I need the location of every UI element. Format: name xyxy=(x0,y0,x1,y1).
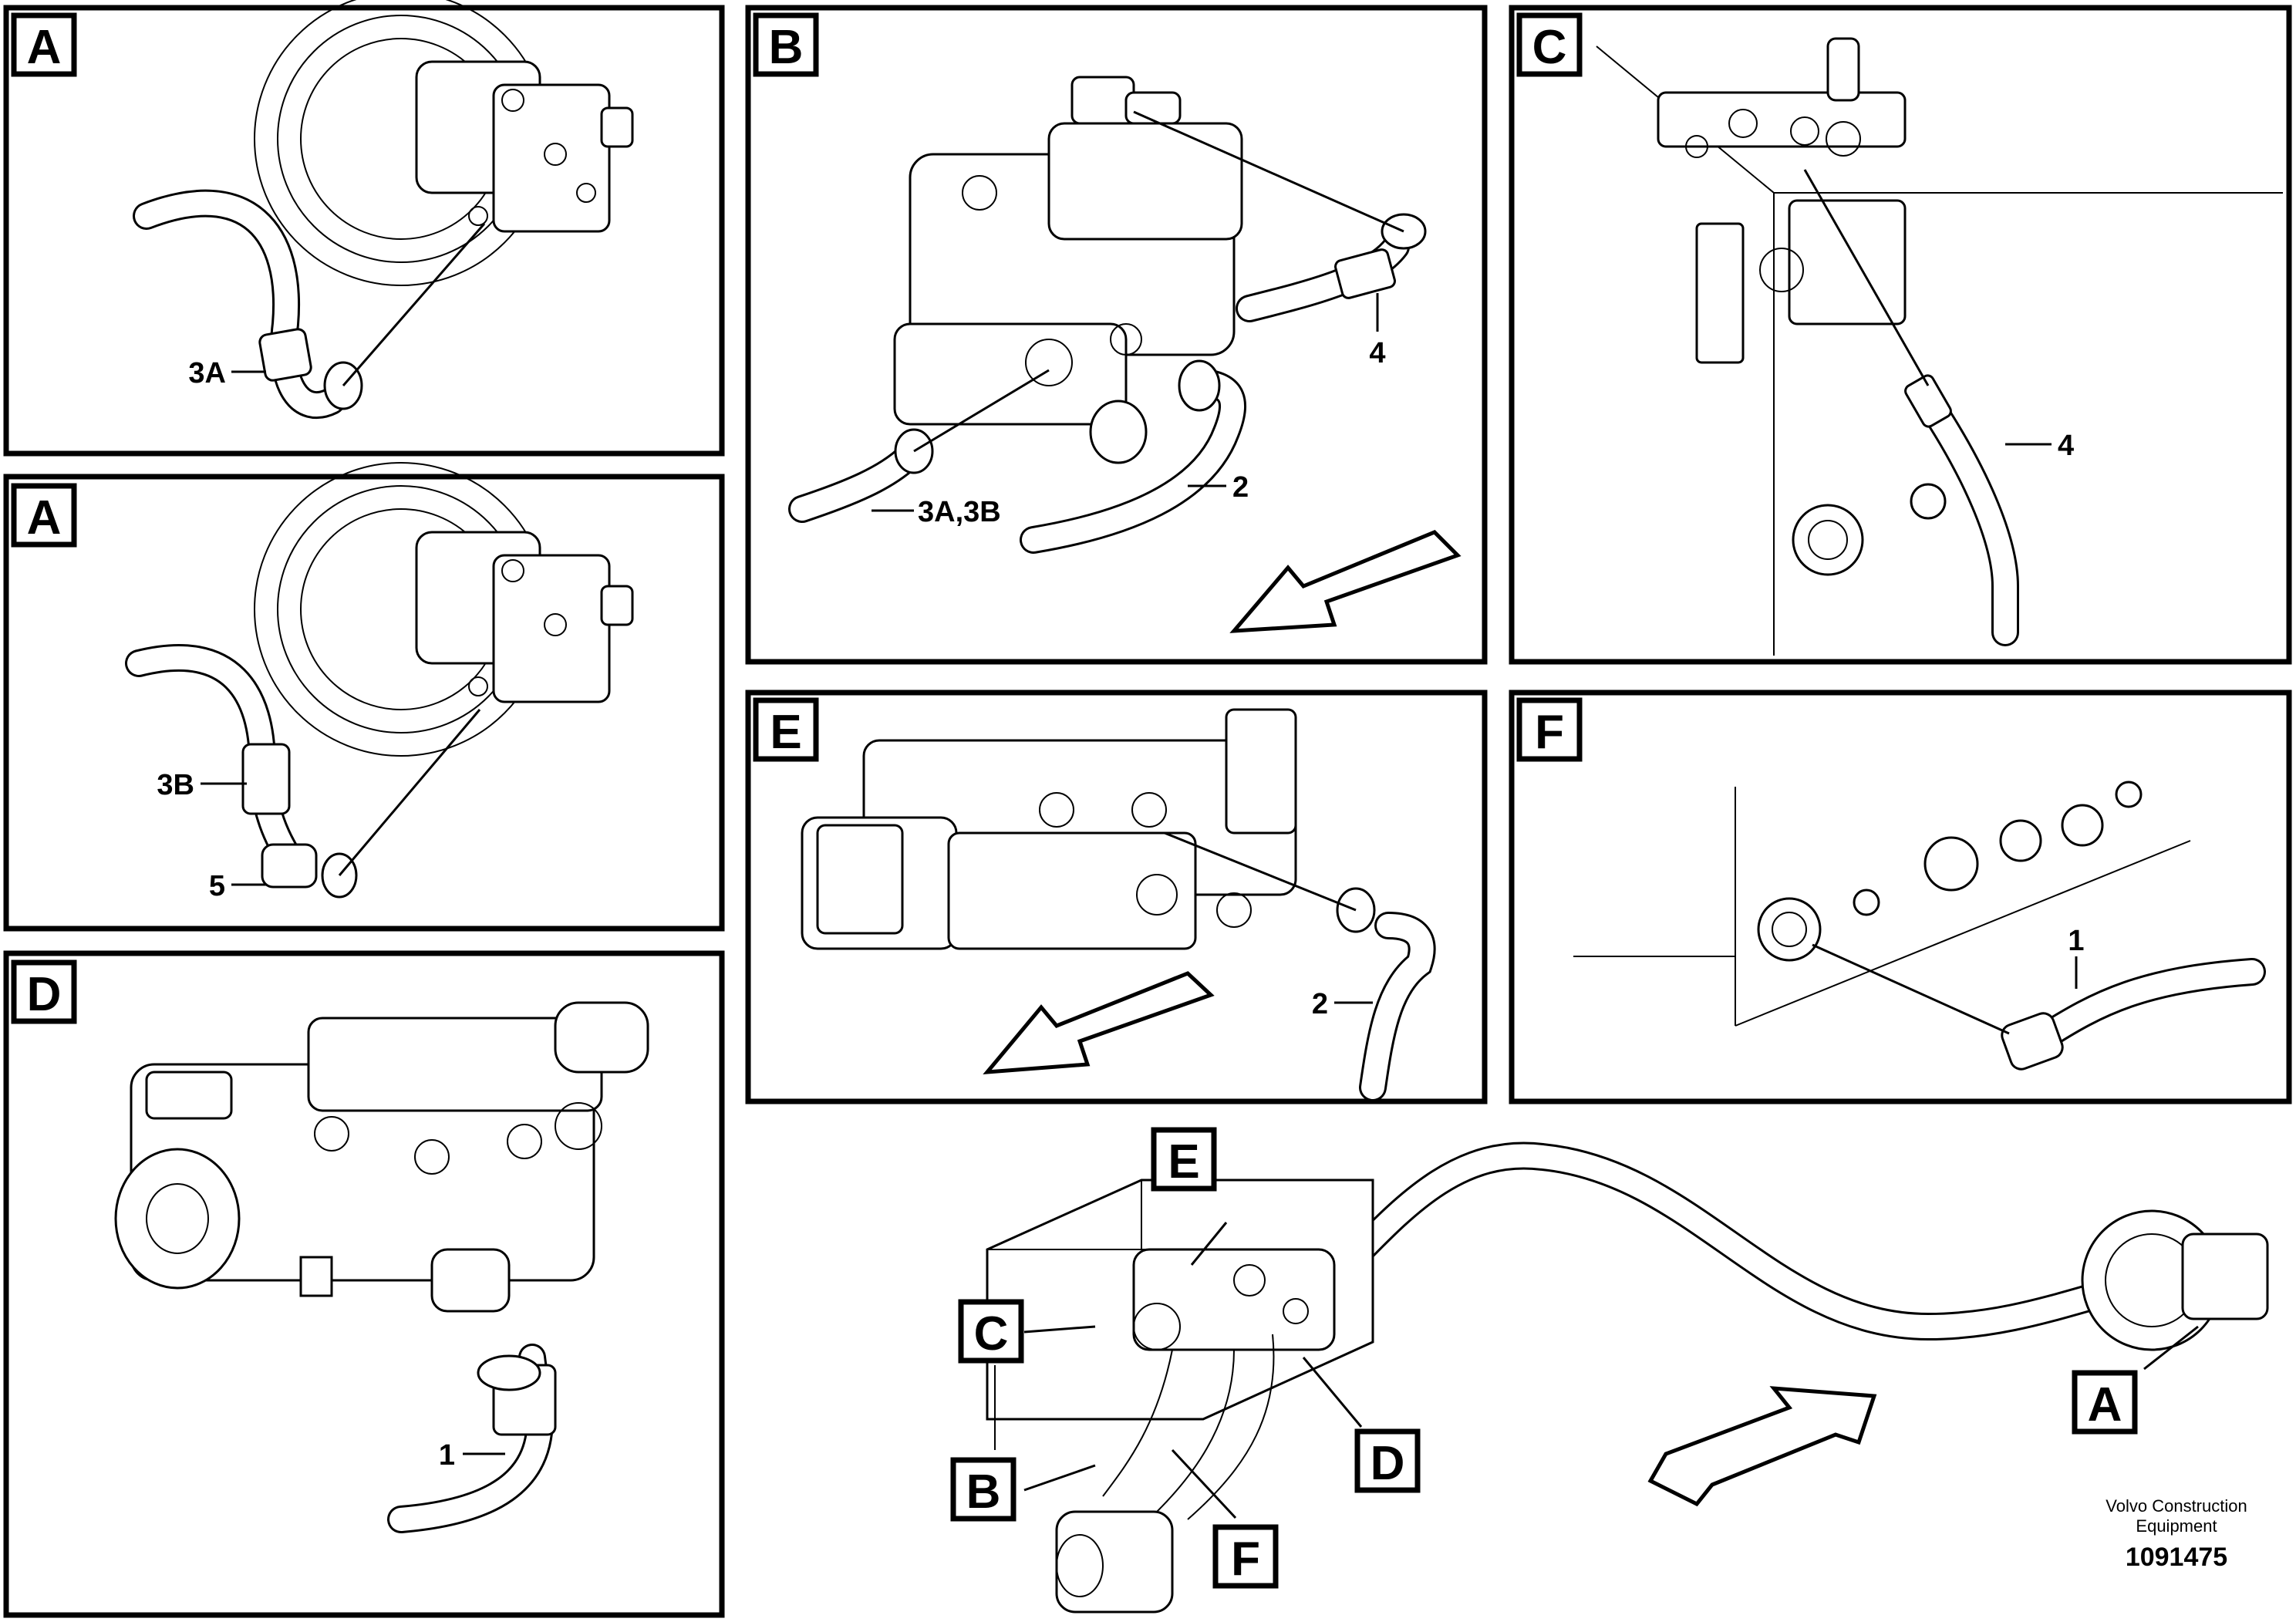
panel-d-tag: D xyxy=(27,968,62,1021)
overview-drawing xyxy=(986,1141,2269,1614)
panel-a-top-frame xyxy=(3,5,725,457)
overview-tag-box-e xyxy=(1151,1127,1217,1192)
direction-arrow-b xyxy=(1229,530,1462,633)
overview-tag-d: D xyxy=(1371,1437,1405,1490)
overview-tag-a: A xyxy=(2088,1378,2122,1431)
panel-b-tag: B xyxy=(769,21,804,74)
callout-5: 5 xyxy=(209,870,225,902)
panel-d: D 1 xyxy=(3,950,725,1618)
panel-a-top-tag-box xyxy=(11,12,77,77)
callout-2-b: 2 xyxy=(1232,471,1249,504)
doc-number: 1091475 xyxy=(2126,1543,2227,1572)
elbow-5 xyxy=(261,843,318,889)
overview-tag-box-c xyxy=(958,1299,1024,1364)
panel-a-bottom-tag-box xyxy=(11,483,77,548)
brand-line-2: Equipment xyxy=(2136,1516,2217,1536)
panel-c: C 4 xyxy=(1509,5,2292,665)
panel-b: B 4 3A,3B 2 xyxy=(745,5,1488,665)
overview-tag-b: B xyxy=(966,1465,1001,1519)
leader-overview-b xyxy=(1023,1464,1096,1492)
direction-arrow-overview xyxy=(1647,1386,1877,1507)
pump-assembly xyxy=(1132,1248,1336,1351)
panel-a-top-tag: A xyxy=(27,21,62,74)
leader-overview-d xyxy=(1302,1357,1363,1428)
leader-2-e xyxy=(1164,831,1357,912)
callout-4-b: 4 xyxy=(1369,337,1385,369)
overview-tag-box-d xyxy=(1354,1428,1421,1493)
overview-tag-box-b xyxy=(950,1457,1017,1522)
brand-line-1: Volvo Construction xyxy=(2106,1496,2247,1516)
leader-overview-a xyxy=(2143,1325,2199,1371)
leader-overview-c xyxy=(1023,1325,1096,1334)
leader-1-f xyxy=(1812,943,2010,1035)
panel-e-tag: E xyxy=(770,706,801,759)
pump-assembly-drawing-e xyxy=(801,708,1297,950)
lower-pump xyxy=(1055,1510,1174,1614)
leader-4-c xyxy=(1803,169,1930,386)
callout-3a3b: 3A,3B xyxy=(918,496,1001,528)
panel-b-tag-box xyxy=(753,12,819,77)
callout-4-c: 4 xyxy=(2058,430,2074,462)
tank-ports-drawing xyxy=(1573,781,2191,1027)
travel-motor-drawing-2 xyxy=(254,462,634,757)
overview-tag-box-a xyxy=(2072,1370,2138,1435)
panel-c-tag-box xyxy=(1516,12,1583,77)
panel-e-tag-box xyxy=(753,697,819,762)
pump-drawing-b xyxy=(893,76,1243,464)
leader-4-b xyxy=(1133,110,1404,233)
travel-motor-drawing xyxy=(254,0,634,286)
overview-tag-e: E xyxy=(1168,1135,1199,1189)
leader-3b xyxy=(338,709,481,876)
leader-3a xyxy=(342,223,486,386)
panel-a-top: A 3A xyxy=(3,0,725,457)
callout-3a: 3A xyxy=(188,357,226,389)
callout-2-e: 2 xyxy=(1312,988,1328,1020)
panel-f-tag: F xyxy=(1535,706,1564,759)
panel-f-tag-box xyxy=(1516,697,1583,762)
panel-a-bottom-tag: A xyxy=(27,491,62,545)
panel-a-bottom: A 3B 5 xyxy=(3,462,725,932)
leader-overview-e xyxy=(1190,1222,1228,1266)
panel-c-tag: C xyxy=(1532,21,1567,74)
leader-overview-f xyxy=(1171,1448,1237,1519)
callout-1-f: 1 xyxy=(2068,925,2084,957)
direction-arrow-e xyxy=(983,971,1215,1074)
panel-f: F 1 xyxy=(1509,690,2292,1104)
panel-e: E 2 xyxy=(745,690,1488,1104)
overview-tag-box-f xyxy=(1212,1524,1279,1589)
callout-1-d: 1 xyxy=(439,1439,455,1472)
hydraulic-pump-drawing xyxy=(114,1001,649,1313)
panel-f-frame xyxy=(1509,690,2292,1104)
panel-d-tag-box xyxy=(11,959,77,1024)
callout-3b: 3B xyxy=(157,769,194,801)
overview-tag-f: F xyxy=(1231,1533,1260,1586)
overview-tag-c: C xyxy=(974,1307,1009,1361)
